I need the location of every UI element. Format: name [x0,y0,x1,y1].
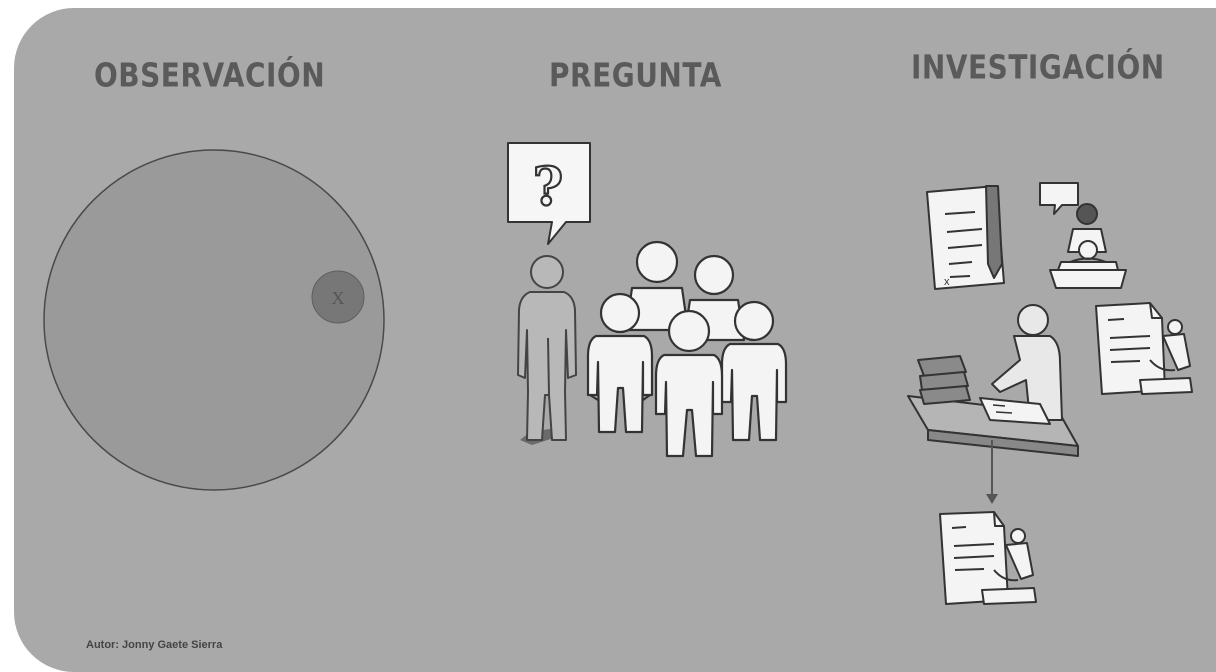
audience-person [720,300,788,442]
questioner-figure [517,255,577,445]
arrow-down-icon [986,440,998,504]
microscope-document-icon [939,511,1037,605]
question-mark: ? [533,157,563,218]
person-at-desk-icon [907,304,1079,457]
author-credit: Autor: Jonny Gaete Sierra [86,639,223,651]
person-speaking-icon [1039,182,1127,289]
audience-group [586,240,788,458]
speech-bubble-icon: ? [507,142,591,245]
heading-investigation: INVESTIGACIÓN [911,48,1165,87]
microscope-document-icon [1095,302,1193,395]
audience-person [654,309,724,458]
heading-question: PREGUNTA [549,56,722,95]
svg-text:x: x [944,276,950,288]
heading-observation: OBSERVACIÓN [94,56,326,95]
document-icon: x [926,185,1005,290]
observation-circle: X [43,149,385,491]
audience-person [586,292,654,434]
observation-marker-label: X [332,288,345,308]
